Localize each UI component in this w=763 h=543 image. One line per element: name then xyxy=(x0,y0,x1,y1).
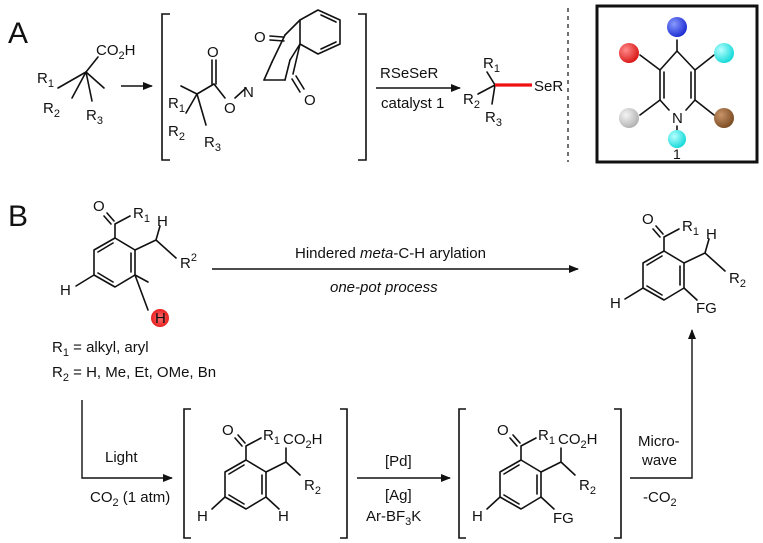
svg-text:O: O xyxy=(222,422,234,439)
catalyst-label: catalyst 1 xyxy=(381,95,444,112)
svg-text:H: H xyxy=(157,213,168,230)
catalyst-1-box xyxy=(595,4,759,164)
svg-text:H: H xyxy=(706,226,717,243)
arrow-carboxylation xyxy=(81,400,173,482)
svg-text:O: O xyxy=(497,422,509,439)
svg-text:R2: R2 xyxy=(304,477,321,497)
bracket-right xyxy=(358,13,367,161)
catalyst-1-structure: N 1 xyxy=(639,39,715,162)
arrow-decarboxylation xyxy=(630,329,696,479)
svg-text:R1: R1 xyxy=(483,55,500,75)
svg-text:CO2H: CO2H xyxy=(96,42,135,62)
bracket-int1-right xyxy=(340,408,348,539)
svg-text:FG: FG xyxy=(696,300,717,317)
step3-co2-loss: -CO2 xyxy=(643,489,677,509)
bracket-int2-left xyxy=(458,408,466,539)
one-pot-title: Hindered meta-C-H arylation xyxy=(295,245,486,262)
svg-text:O: O xyxy=(254,29,266,46)
r2-definition: R2 = H, Me, Et, OMe, Bn xyxy=(52,364,216,384)
substituent-ball-bottom-right-icon xyxy=(714,108,734,128)
svg-text:SeR: SeR xyxy=(534,78,563,95)
svg-text:R2: R2 xyxy=(463,91,480,111)
step1-light: Light xyxy=(105,449,138,466)
svg-text:R3: R3 xyxy=(485,109,502,129)
bracket-left xyxy=(161,13,170,161)
svg-text:R2: R2 xyxy=(729,270,746,290)
svg-text:CO2H: CO2H xyxy=(558,431,597,451)
svg-text:O: O xyxy=(642,211,654,228)
svg-text:H: H xyxy=(197,508,208,525)
svg-text:R3: R3 xyxy=(86,107,103,127)
substituent-ball-bottom-left-icon xyxy=(619,108,639,128)
arylated-acid-intermediate-structure: O R1 CO2H R2 H FG xyxy=(472,422,597,527)
svg-text:H: H xyxy=(278,508,289,525)
svg-text:O: O xyxy=(207,44,219,61)
svg-text:R2: R2 xyxy=(180,252,197,272)
meta-ch-highlight-icon xyxy=(151,309,169,327)
svg-text:O: O xyxy=(224,100,236,117)
step2-pd: [Pd] xyxy=(385,453,412,470)
one-pot-subtitle: one-pot process xyxy=(330,279,438,296)
svg-text:N: N xyxy=(243,84,254,101)
substituent-ball-left-icon xyxy=(619,43,639,63)
svg-text:H: H xyxy=(610,295,621,312)
svg-text:O: O xyxy=(304,92,316,109)
svg-text:R1: R1 xyxy=(263,427,280,447)
svg-text:R2: R2 xyxy=(168,123,185,143)
carboxylic-acid-intermediate-structure: O R1 CO2H R2 H H xyxy=(197,422,322,525)
step2-ag: [Ag] xyxy=(385,487,412,504)
bracket-int2-right xyxy=(614,408,622,539)
svg-text:H: H xyxy=(472,508,483,525)
carboxylic-acid-structure: R1 R2 R3 CO2H xyxy=(37,42,135,127)
svg-text:R2: R2 xyxy=(579,477,596,497)
panel-label-b: B xyxy=(8,200,28,233)
svg-text:R1: R1 xyxy=(168,95,185,115)
svg-text:R3: R3 xyxy=(204,134,221,154)
reagent-diselenide: RSeSeR xyxy=(380,65,439,82)
step3-wave: wave xyxy=(641,452,677,469)
meta-hydrogen-label: H xyxy=(155,310,166,327)
r1-definition: R1 = alkyl, aryl xyxy=(52,339,149,359)
svg-text:O: O xyxy=(93,198,105,215)
nhpi-ester-structure: O N O O O R1 R2 R3 xyxy=(168,9,341,154)
svg-text:1: 1 xyxy=(673,146,681,162)
svg-text:R1: R1 xyxy=(37,70,54,90)
svg-text:FG: FG xyxy=(553,510,574,527)
svg-text:R1: R1 xyxy=(538,427,555,447)
step3-micro: Micro- xyxy=(638,433,680,450)
panel-label-a: A xyxy=(8,17,28,50)
starting-aryl-ketone-structure: O R1 H R2 H xyxy=(60,198,197,299)
step2-arbf3k: Ar-BF3K xyxy=(366,508,421,528)
svg-text:R1: R1 xyxy=(133,205,150,225)
svg-text:CO2H: CO2H xyxy=(283,431,322,451)
substituent-ball-right-icon xyxy=(714,43,734,63)
svg-text:R1: R1 xyxy=(682,218,699,238)
substituent-ball-top-icon xyxy=(667,17,687,37)
selenide-product-structure: R1 R2 R3 SeR xyxy=(463,55,563,129)
meta-functionalized-product-structure: O R1 H R2 H FG xyxy=(610,211,746,317)
svg-text:R2: R2 xyxy=(43,100,60,120)
svg-text:N: N xyxy=(672,110,683,127)
meta-ch-bond xyxy=(134,274,149,311)
svg-text:H: H xyxy=(60,282,71,299)
bracket-int1-left xyxy=(183,408,191,539)
substituent-ball-nitrogen-icon xyxy=(668,130,686,148)
step1-co2: CO2 (1 atm) xyxy=(90,489,170,509)
